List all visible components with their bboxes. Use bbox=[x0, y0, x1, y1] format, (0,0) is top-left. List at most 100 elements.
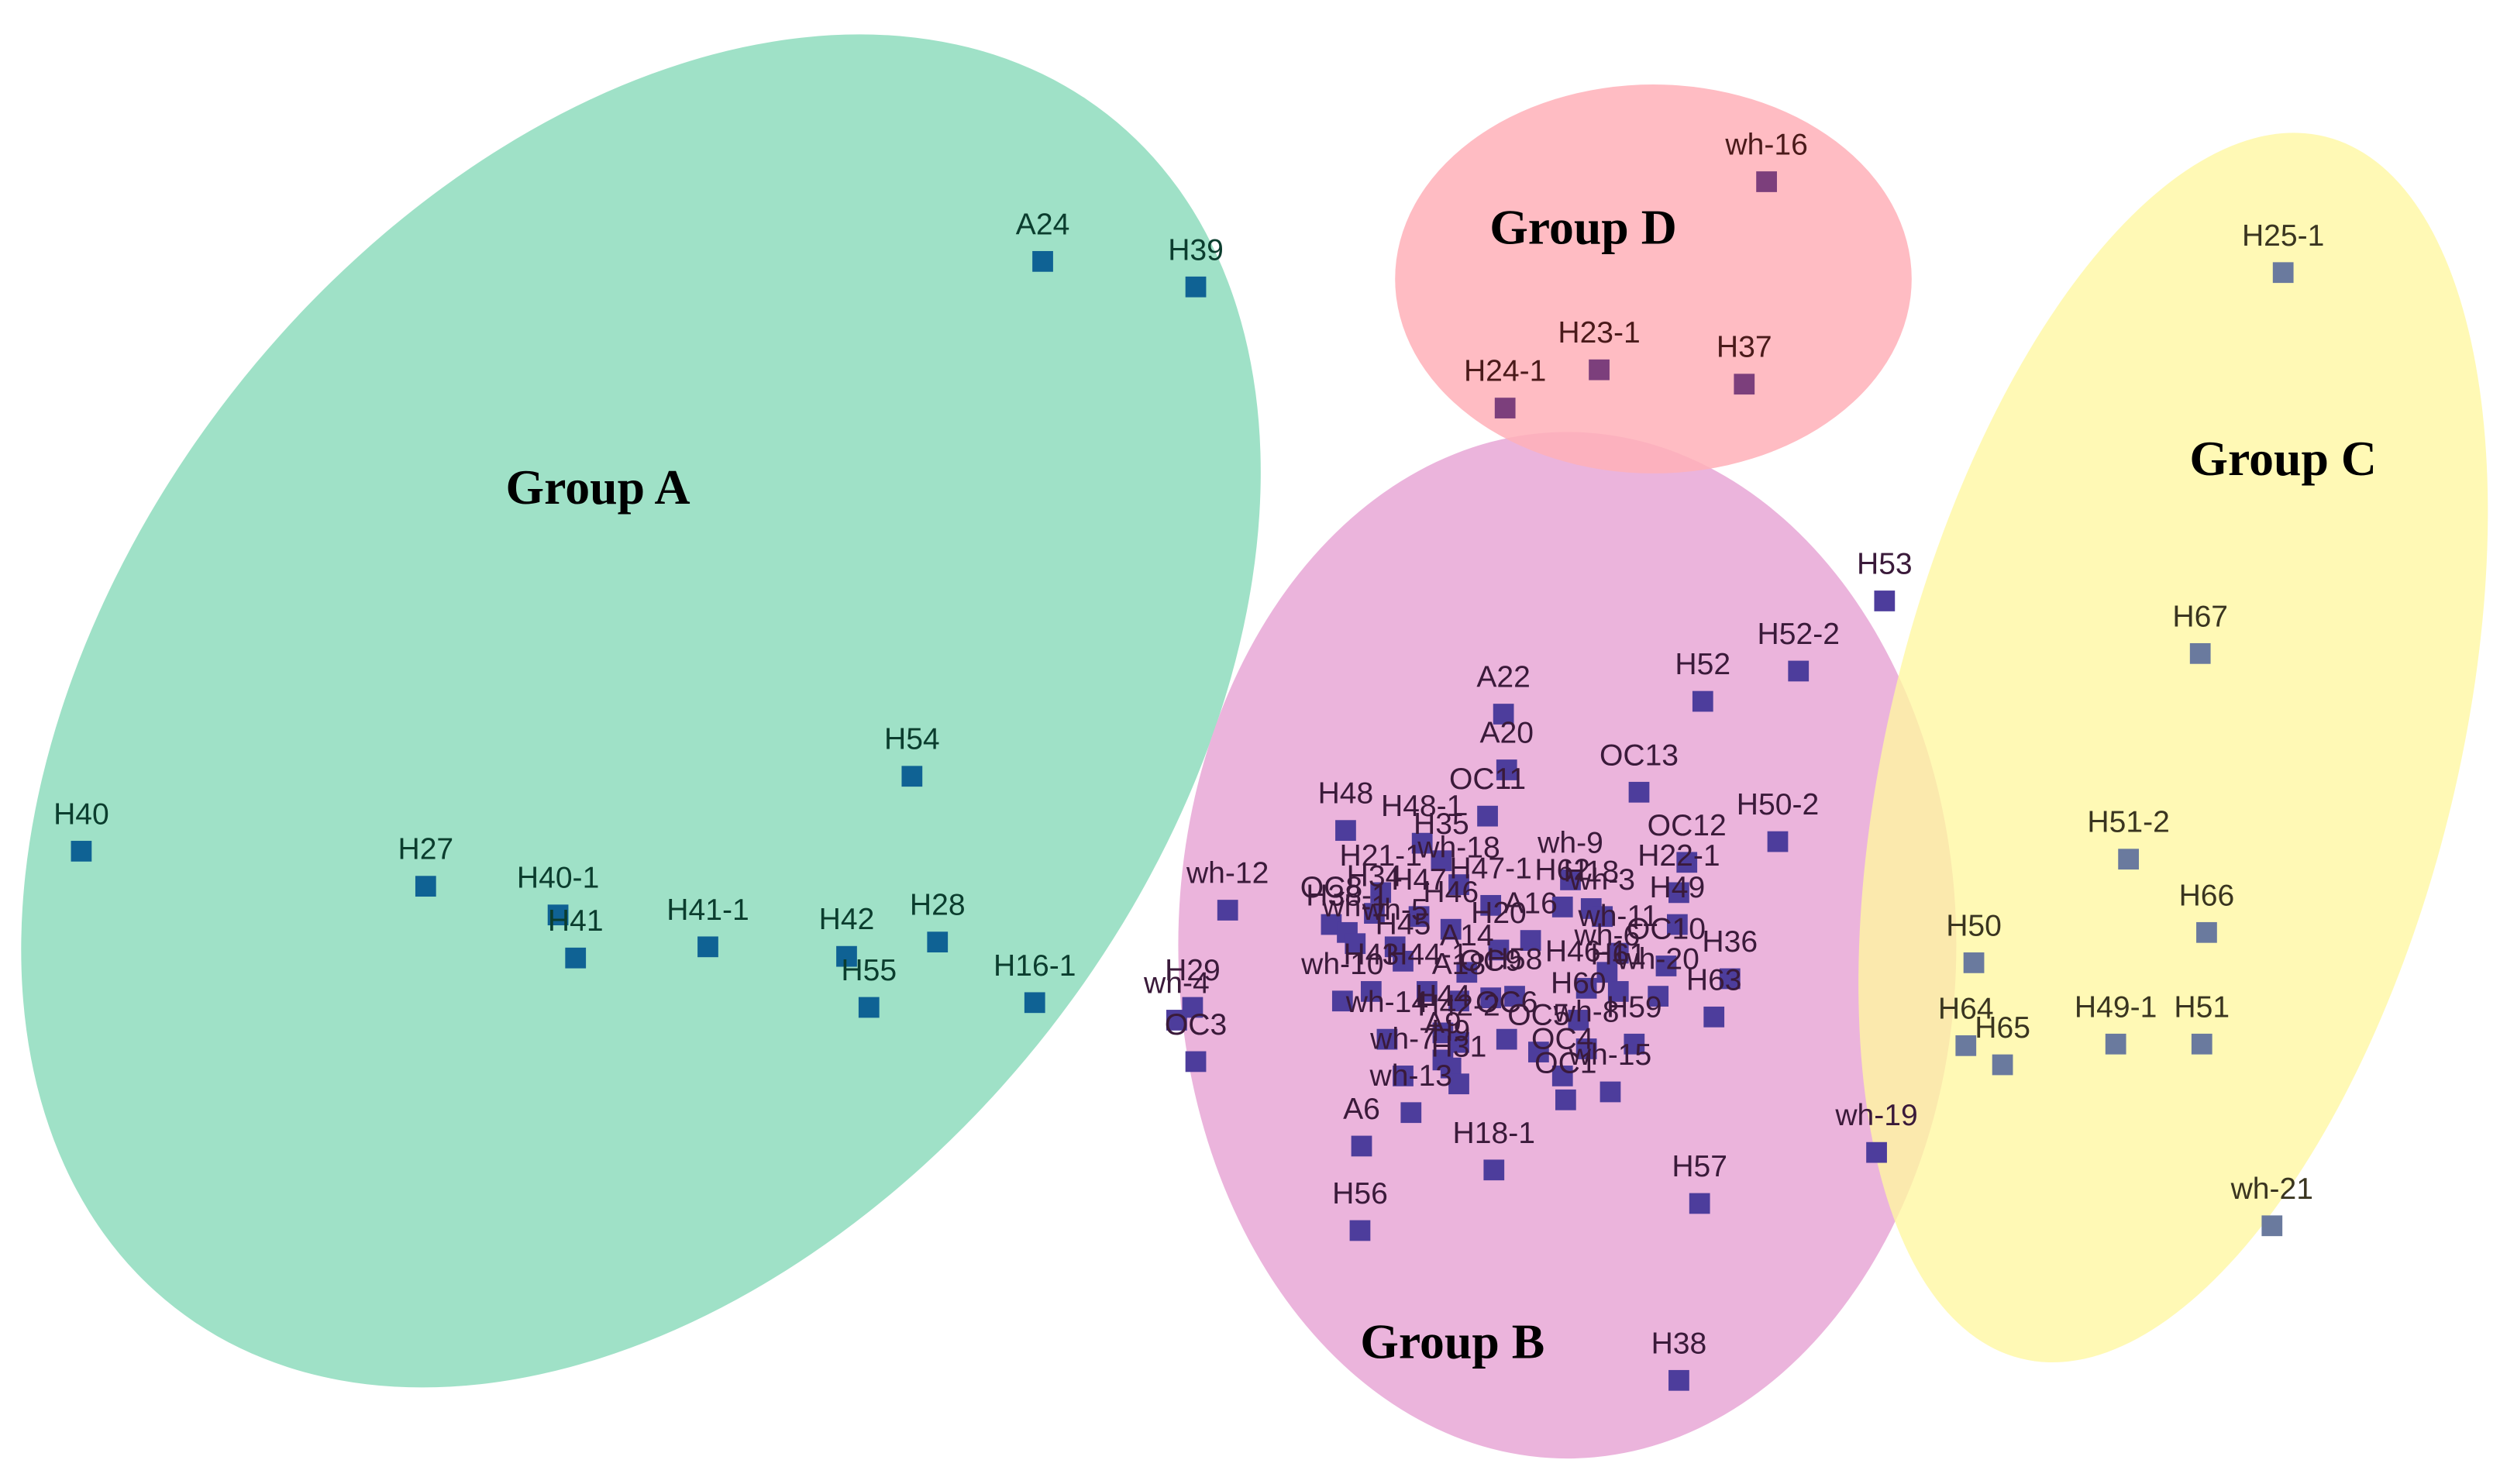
data-point-marker bbox=[1692, 690, 1713, 712]
data-point-marker bbox=[1496, 759, 1517, 780]
data-point-marker bbox=[1345, 933, 1366, 955]
data-point-label: H40 bbox=[53, 797, 109, 831]
data-point-marker bbox=[1568, 1010, 1589, 1031]
data-point-label: H28 bbox=[910, 889, 966, 922]
data-point-marker bbox=[1607, 981, 1629, 1002]
data-point-marker bbox=[1676, 852, 1698, 873]
data-point-marker bbox=[1668, 1369, 1689, 1391]
group-d-label: Group D bbox=[1489, 200, 1677, 255]
data-point-marker bbox=[547, 904, 569, 926]
data-point-label: wh-12 bbox=[1186, 857, 1269, 890]
data-point-marker bbox=[1668, 882, 1689, 904]
data-point-label: H65 bbox=[1975, 1011, 2030, 1045]
data-point-marker bbox=[2105, 1033, 2126, 1055]
data-point-label: H54 bbox=[884, 723, 940, 756]
data-point-label: H40-1 bbox=[517, 862, 599, 895]
data-point-marker bbox=[2118, 849, 2139, 870]
data-point-marker bbox=[1166, 1010, 1187, 1031]
data-point-marker bbox=[1185, 276, 1207, 298]
data-point-label: H63 bbox=[1686, 963, 1742, 997]
data-point-marker bbox=[1488, 939, 1510, 961]
data-point-marker bbox=[1370, 882, 1392, 904]
data-point-marker bbox=[1393, 950, 1414, 972]
data-point-marker bbox=[1448, 990, 1469, 1012]
data-points bbox=[71, 171, 2294, 1391]
data-point-marker bbox=[2196, 921, 2217, 943]
data-point-label: H31 bbox=[1431, 1031, 1487, 1064]
data-point-label: OC8 bbox=[1300, 871, 1362, 904]
data-point-marker bbox=[1185, 1051, 1207, 1073]
data-point-label: H38 bbox=[1651, 1327, 1707, 1360]
data-point-label: H52 bbox=[1675, 648, 1730, 681]
data-point-label: H35 bbox=[1414, 807, 1469, 841]
data-point-marker bbox=[1528, 1042, 1549, 1062]
data-point-label: H47-1 bbox=[1449, 852, 1531, 885]
data-point-label: A6 bbox=[1343, 1093, 1380, 1126]
data-point-label: H50-2 bbox=[1737, 788, 1819, 821]
data-point-label: H43 bbox=[1344, 938, 1400, 971]
data-point-label: wh-7 bbox=[1369, 1022, 1436, 1055]
data-point-label: H52-2 bbox=[1758, 618, 1840, 651]
data-point-marker bbox=[1351, 1135, 1372, 1157]
group-c-ellipse bbox=[1858, 133, 2488, 1363]
data-point-label: H36 bbox=[1702, 925, 1758, 959]
data-point-marker bbox=[1963, 952, 1985, 973]
data-point-label: H60 bbox=[1551, 966, 1606, 1000]
data-point-marker bbox=[1866, 1141, 1887, 1163]
data-point-label: H51 bbox=[2174, 990, 2230, 1024]
data-point-label: wh-21 bbox=[2230, 1172, 2313, 1206]
data-point-marker bbox=[1719, 968, 1741, 990]
data-point-marker bbox=[1520, 930, 1541, 951]
data-point-marker bbox=[1551, 897, 1573, 918]
data-point-marker bbox=[1217, 900, 1238, 921]
data-point-marker bbox=[1480, 987, 1502, 1009]
data-point-marker bbox=[2189, 642, 2211, 664]
data-point-marker bbox=[1788, 660, 1810, 682]
data-point-marker bbox=[1032, 250, 1053, 272]
data-point-marker bbox=[1480, 894, 1502, 916]
data-point-label: H46 bbox=[1423, 876, 1479, 909]
data-point-label: H57 bbox=[1672, 1150, 1727, 1183]
data-point-marker bbox=[1767, 831, 1789, 852]
data-point-label: H56 bbox=[1332, 1177, 1388, 1210]
data-point-label: H9 bbox=[1431, 1014, 1470, 1048]
data-point-label: wh-9 bbox=[1537, 826, 1603, 859]
data-point-label: OC13 bbox=[1600, 739, 1679, 772]
data-point-label: A9 bbox=[1424, 1007, 1462, 1040]
data-point-label: H49 bbox=[1650, 871, 1706, 904]
data-point-marker bbox=[565, 947, 587, 969]
data-point-marker bbox=[1360, 981, 1382, 1002]
data-point-label: H16-1 bbox=[993, 949, 1076, 983]
data-point-marker bbox=[1504, 986, 1525, 1007]
data-point-marker bbox=[1600, 1081, 1621, 1103]
data-point-marker bbox=[1448, 1073, 1469, 1095]
data-point-marker bbox=[901, 766, 923, 787]
data-point-marker bbox=[1494, 398, 1516, 418]
data-point-label: A14 bbox=[1440, 919, 1494, 952]
data-point-label: H29 bbox=[1165, 954, 1221, 987]
data-point-marker bbox=[1596, 962, 1618, 983]
data-point-label: wh-1 bbox=[1321, 890, 1388, 924]
data-point-label: H18 bbox=[1563, 855, 1619, 888]
group-a-label: Group A bbox=[505, 460, 690, 515]
data-point-marker bbox=[1955, 1035, 1977, 1056]
data-point-marker bbox=[1400, 1102, 1422, 1124]
data-point-label: H18-1 bbox=[1453, 1117, 1535, 1150]
group-b-ellipse bbox=[1178, 432, 1957, 1459]
data-point-marker bbox=[1992, 1054, 2013, 1076]
data-point-label: H55 bbox=[841, 954, 897, 987]
data-point-marker bbox=[1411, 832, 1433, 854]
data-point-label: H66 bbox=[2179, 879, 2235, 912]
data-point-marker bbox=[1024, 992, 1045, 1014]
data-point-marker bbox=[1655, 955, 1677, 976]
data-point-label: wh-5 bbox=[1362, 893, 1428, 927]
data-point-marker bbox=[1416, 981, 1438, 1002]
data-point-marker bbox=[1335, 820, 1356, 842]
data-point-label: OC4 bbox=[1531, 1022, 1593, 1055]
data-point-label: OC9 bbox=[1459, 945, 1521, 978]
data-point-label: H62 bbox=[1534, 853, 1590, 887]
data-point-marker bbox=[1689, 1193, 1710, 1214]
data-point-label: H48-1 bbox=[1381, 790, 1463, 823]
